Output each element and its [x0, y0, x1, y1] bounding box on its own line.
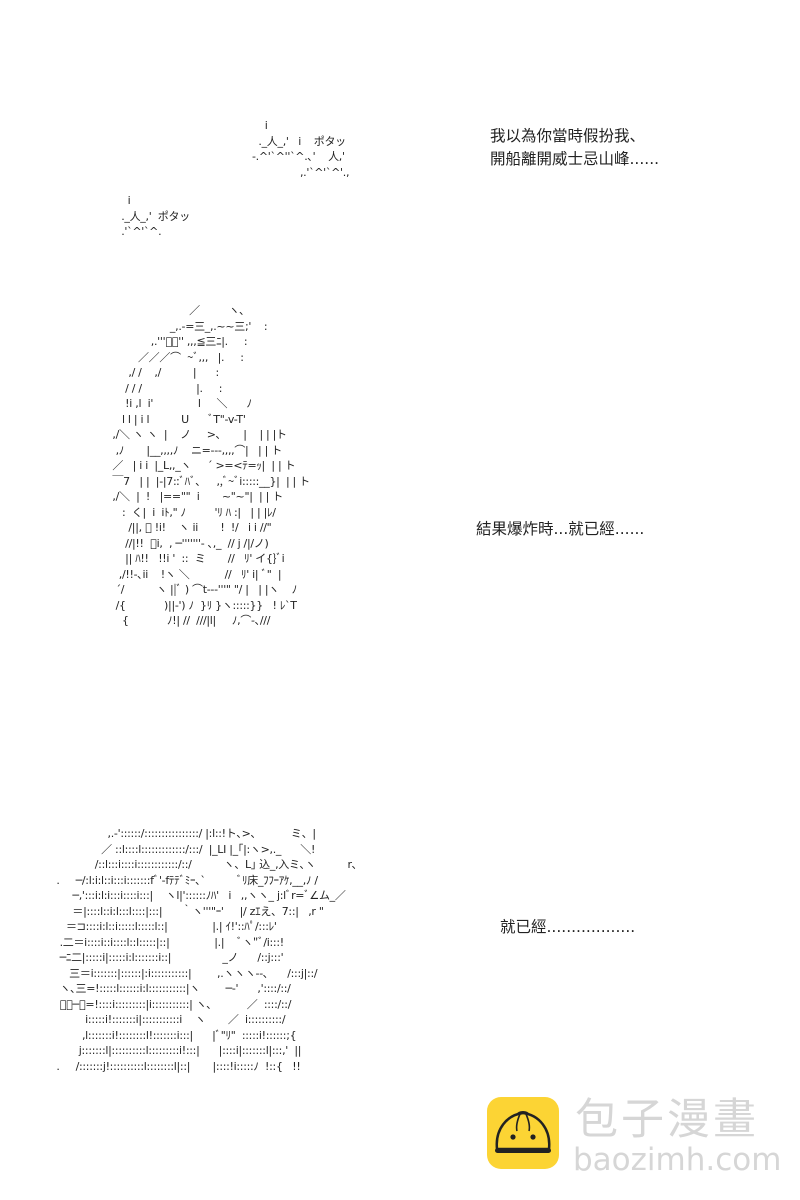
aa-line: . /:::::::j!::::::::::l::::::::l|::| |::… [50, 1059, 301, 1073]
aa-line: ／ | i i |_L,,_ヽ ´ >=<ﾃ=ｯ| | | ト [106, 459, 296, 472]
caption-line: 我以為你當時假扮我、 [490, 127, 646, 145]
aa-line: _,.-=三_,.~~三;' : [106, 319, 284, 333]
aa-line: /::l:::i::::i::::::::::::/::/ ヽ、L｣ 込_,入ミ… [50, 858, 358, 871]
caption-line: 開船離開威士忌山峰...... [490, 150, 660, 168]
aa-line: ,/＼ | ! |=="" i ~"~"| | | ト [106, 490, 283, 503]
aa-line: !i ,l i' l ＼ ﾉ [106, 397, 252, 410]
steamed-bun-logo-icon [487, 1097, 559, 1169]
watermark-url: baozimh.com [573, 1142, 782, 1178]
aa-line: / / / |. : [106, 381, 223, 395]
aa-drip-sfx-1: i ._人_,' i ポタッ -.^'`^''`^.､' 人,' ,.'`^'`^… [252, 118, 349, 180]
aa-line: ／ ::l::::l:::::::::::::/:::/ |_LI |_｢|:ヽ… [50, 842, 316, 856]
aa-line: ,.'`^'`^'., [252, 165, 350, 179]
aa-drip-sfx-2: i ._人_,' ポタッ .'`^'`^. [118, 193, 190, 240]
aa-line: .二＝i::::i::i::::l::l:::::|::| |.| ﾞヽ"ﾞ/i… [50, 935, 285, 949]
aa-line: ,/!!-､ii !ヽ ＼ // ﾘ' i| ﾞ" | [106, 567, 282, 581]
aa-line: ＝|::::l::i:l:::l::::|:::| ｀ヽ'''"ｰ' |/ zｴ… [50, 904, 324, 918]
watermark-brand-name: 包子漫畫 [575, 1095, 759, 1145]
aa-line: ,/＼ ヽ ヽ | ノ >､ | | | |ト [106, 428, 287, 441]
aa-line: ,.-'::::::/::::::::::::::::/ |:l::!ト､>､ … [50, 827, 317, 840]
caption-panel-2: 結果爆炸時...就已經...... [476, 518, 644, 541]
aa-line: : く| i iﾄ," ﾉ 'ﾘ ﾊ :| | | |ﾚ/ [106, 505, 276, 519]
aa-line: //|!! ﾞi, , ─'''''''- ､,_ // j /|/ノ) [106, 536, 269, 550]
aa-line: ＝⊐::::i:l::i:::::l:::::l::| |.| ｲ!'::ﾊﾟ/… [50, 920, 277, 933]
aa-line: ,.'''ﾞ⌒'' ,,,≦三ﾆ|. : [106, 335, 248, 348]
aa-line: ／／／⌒ ~ﾞ,,, |. : [106, 350, 244, 364]
aa-line: ´/ ヽ ||ﾞ ) ⌒t---'''" "/ | | |ヽ ﾉ [106, 583, 298, 596]
aa-line: /{ )||-') ﾉ }ﾘ }ヽ:::::}} ! ﾚ`T [106, 598, 297, 612]
aa-line: || ﾊ!! !!i ' :: ミ // ﾘ' イ{}ﾞi [106, 552, 285, 565]
aa-line: ._人_,' i ポタッ [252, 134, 346, 148]
aa-line: ._人_,' ポタッ [118, 209, 190, 223]
aa-line: .'`^'`^. [118, 225, 162, 238]
aa-line: -.^'`^''`^.､' 人,' [252, 150, 345, 163]
aa-line: ,/ / ,/ | : [106, 366, 219, 379]
aa-line: ／ ヽ､ [106, 304, 245, 317]
aa-line: ─ﾆ二|:::::i|:::::i:l:::::::i::| _ノ /::j::… [50, 951, 284, 964]
aa-line: i [118, 194, 131, 207]
aa-line: 三＝i:::::::|::::::|:i:::::::::::| ,.ヽヽヽ--… [50, 966, 318, 980]
aa-line: j:::::::l|::::::::::l:::::::::i!:::| |::… [50, 1044, 302, 1057]
aa-line: ￣7 | | |-|7::ﾞﾊﾞ､ ,,ﾞ~ﾞi:::::__}| | | ト [106, 474, 310, 488]
aa-line: . ─/:l:i:l::i:::i:::::::fﾞ'-fﾃﾃﾞﾐｰ､` ﾞﾘ床… [50, 873, 318, 887]
aa-line: i [252, 119, 268, 132]
aa-line: ─,':::i:l:i:::i::::i:::| ヽl|'::::::ﾉﾊ' i… [50, 889, 346, 902]
aa-line: ヽ､三=!:::::l::::::i:l:::::::::::|ヽ ─-' ,'… [50, 982, 291, 995]
aa-line: ,ﾉ |__,,,,ﾉ ニ=---,,,,⌒| | | ト [106, 443, 283, 457]
watermark: 包子漫畫 baozimh.com [487, 1095, 781, 1177]
aa-line: /||, ﾞ !i! ヽ ii ! !/ i i //" [106, 521, 272, 534]
aa-line: i:::::i!:::::::i|:::::::::::i ヽ ／ i:::::… [50, 1013, 286, 1026]
caption-line: 結果爆炸時...就已經...... [476, 520, 645, 538]
aa-line: ﾞ､─ﾞ=!::::i:::::::::|i:::::::::::| ヽ､ ／ … [50, 997, 292, 1011]
aa-line: ,l:::::::i!::::::::l!:::::::i:::| |ﾞ"ﾘ" … [50, 1028, 297, 1042]
aa-character-closeup: ／ ヽ､ _,.-=三_,.~~三;' : ,.'''ﾞ⌒'' ,,,≦三ﾆ|.… [106, 303, 310, 629]
aa-character-lowered-head: ,.-'::::::/::::::::::::::::/ |:l::!ト､>､ … [50, 826, 357, 1074]
caption-panel-1: 我以為你當時假扮我、開船離開威士忌山峰...... [490, 125, 659, 171]
caption-panel-3: 就已經.................. [500, 916, 635, 939]
aa-line: l l | i l U ﾞT"-v-T' [106, 412, 246, 426]
caption-line: 就已經.................. [500, 918, 636, 936]
aa-line: { ﾉ!| // ///|l| ﾉ,⌒-､/// [106, 614, 271, 627]
